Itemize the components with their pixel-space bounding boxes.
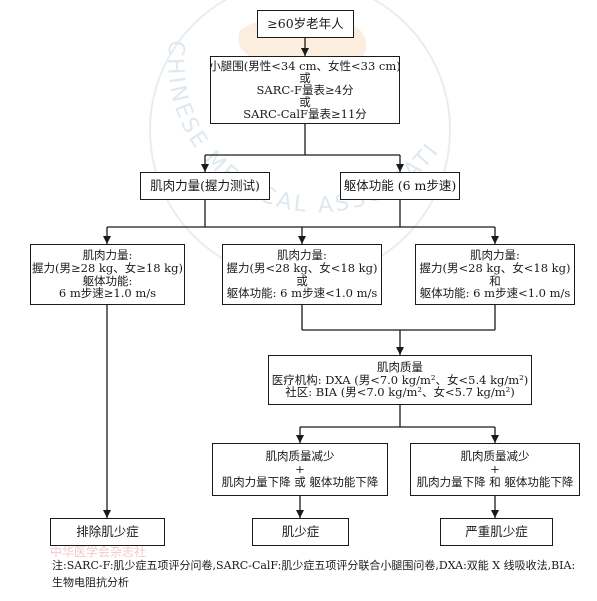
branch-right-line-3: 和 [489,273,501,288]
sarcopenia-label: 肌少症 [281,524,320,539]
branch-left-line-1: 肌肉力量: [82,247,133,262]
screening-line-5: SARC-CalF量表≥11分 [243,107,367,122]
node-branch-left: 肌肉力量: 握力(男≥28 kg、女≥18 kg) 躯体功能: 6 m步速≥1.… [30,244,185,305]
mass-or-line-2: + [295,462,305,477]
footnote: 注:SARC-F:肌少症五项评分问卷,SARC-CalF:肌少症五项评分联合小腿… [52,559,576,590]
muscle-mass-line-1: 肌肉质量 [377,359,423,374]
node-physical-function: 躯体功能 (6 m步速) [340,172,460,200]
node-branch-middle: 肌肉力量: 握力(男<28 kg、女<18 kg) 或 躯体功能: 6 m步速<… [222,244,382,305]
node-sarcopenia: 肌少症 [252,518,349,546]
screening-line-4: 或 [299,95,311,110]
mass-and-line-1: 肌肉质量减少 [460,449,530,464]
mass-and-line-3: 肌肉力量下降 和 躯体功能下降 [416,474,574,489]
branch-middle-line-4: 躯体功能: 6 m步速<1.0 m/s [226,286,378,301]
branch-right-line-1: 肌肉力量: [470,247,520,262]
node-mass-and: 肌肉质量减少 + 肌肉力量下降 和 躯体功能下降 [410,443,580,496]
exclude-label: 排除肌少症 [76,524,139,539]
screening-line-1: 小腿围(男性<34 cm、女性<33 cm) [209,58,401,73]
severe-sarcopenia-label: 严重肌少症 [465,524,528,539]
branch-left-line-4: 6 m步速≥1.0 m/s [58,286,157,301]
branch-left-line-3: 躯体功能: [82,273,133,288]
node-screening: 小腿围(男性<34 cm、女性<33 cm) 或 SARC-F量表≥4分 或 S… [209,56,401,124]
mass-and-line-2: + [490,462,500,477]
muscle-mass-line-2: 医疗机构: DXA (男<7.0 kg/m²、女<5.4 kg/m²) [271,372,529,387]
node-start: ≥60岁老年人 [257,10,354,38]
branch-right-line-2: 握力(男<28 kg、女<18 kg) [419,260,571,275]
node-muscle-mass: 肌肉质量 医疗机构: DXA (男<7.0 kg/m²、女<5.4 kg/m²)… [268,355,532,405]
node-muscle-strength: 肌肉力量(握力测试) [140,172,270,200]
screening-line-3: SARC-F量表≥4分 [256,82,354,97]
branch-left-line-2: 握力(男≥28 kg、女≥18 kg) [32,260,183,275]
muscle-mass-line-3: 社区: BIA (男<7.0 kg/m²、女<5.7 kg/m²) [285,385,515,400]
node-exclude: 排除肌少症 [50,518,165,546]
arrow-to-outcomes [299,496,496,518]
branch-middle-line-3: 或 [296,273,308,288]
branch-right-line-4: 躯体功能: 6 m步速<1.0 m/s [419,286,571,301]
node-branch-right: 肌肉力量: 握力(男<28 kg、女<18 kg) 和 躯体功能: 6 m步速<… [415,244,575,305]
node-mass-or: 肌肉质量减少 + 肌肉力量下降 或 躯体功能下降 [212,443,388,496]
arrow-to-branches [106,200,496,244]
node-start-label: ≥60岁老年人 [267,16,344,31]
muscle-strength-label: 肌肉力量(握力测试) [150,178,260,193]
mass-or-line-3: 肌肉力量下降 或 躯体功能下降 [221,474,379,489]
physical-function-label: 躯体功能 (6 m步速) [343,178,457,193]
branch-middle-line-1: 肌肉力量: [277,247,327,262]
arrow-branches-to-mass [301,305,496,355]
mass-or-line-1: 肌肉质量减少 [265,449,335,464]
screening-line-2: 或 [299,70,311,85]
branch-middle-line-2: 握力(男<28 kg、女<18 kg) [226,260,378,275]
arrow-screening-split [204,124,401,172]
node-severe-sarcopenia: 严重肌少症 [440,518,553,546]
arrow-mass-split [299,405,496,443]
